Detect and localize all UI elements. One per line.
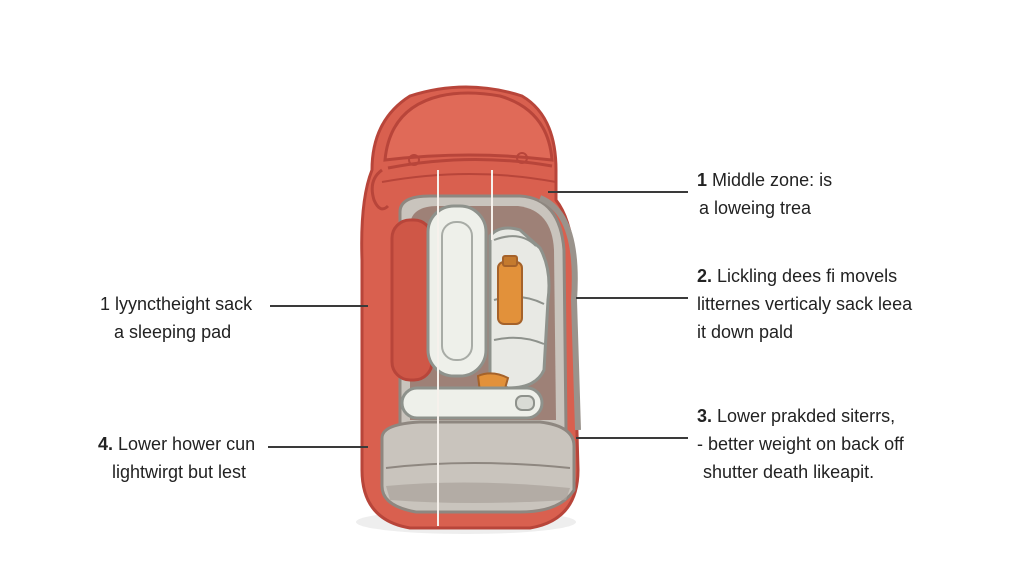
label-lower-left-line-2: lightwirgt but lest bbox=[98, 458, 255, 486]
label-mid-right-line-2: litternes verticaly sack leea bbox=[697, 290, 912, 318]
label-top-right: 1 Middle zone: is a loweing trea bbox=[697, 166, 832, 222]
label-lower-right-line-2: - better weight on back off bbox=[697, 430, 904, 458]
label-lower-right-line-3: shutter death likeapit. bbox=[697, 458, 904, 486]
label-mid-left: 1 lyynctheight sack a sleeping pad bbox=[100, 290, 252, 346]
label-mid-left-line-1: lyynctheight sack bbox=[115, 294, 252, 314]
left-pocket bbox=[392, 220, 432, 380]
leader-mid-left bbox=[270, 305, 362, 307]
label-top-right-line-2: a loweing trea bbox=[697, 194, 832, 222]
leader-lower-left bbox=[268, 446, 362, 448]
label-mid-left-line-2: a sleeping pad bbox=[100, 318, 252, 346]
rolled-bag-end bbox=[516, 396, 534, 410]
water-bottle bbox=[498, 262, 522, 324]
label-lower-left: 4. Lower hower cun lightwirgt but lest bbox=[98, 430, 255, 486]
water-bottle-cap bbox=[503, 256, 517, 266]
label-lower-left-line-1: Lower hower cun bbox=[118, 434, 255, 454]
label-mid-right-line-3: it down pald bbox=[697, 318, 912, 346]
label-top-right-number: 1 bbox=[697, 170, 707, 190]
label-mid-right-line-1: Lickling dees fi movels bbox=[717, 266, 897, 286]
leader-mid-right bbox=[576, 297, 688, 299]
leader-lower-right bbox=[576, 437, 688, 439]
label-lower-right-line-1: Lower prakded siterrs, bbox=[717, 406, 895, 426]
label-mid-left-number: 1 bbox=[100, 294, 110, 314]
label-lower-right-number: 3. bbox=[697, 406, 712, 426]
label-top-right-line-1: Middle zone: is bbox=[712, 170, 832, 190]
label-mid-right-number: 2. bbox=[697, 266, 712, 286]
label-mid-right: 2. Lickling dees fi movels litternes ver… bbox=[697, 262, 912, 346]
label-lower-left-number: 4. bbox=[98, 434, 113, 454]
label-lower-right: 3. Lower prakded siterrs, - better weigh… bbox=[697, 402, 904, 486]
leader-top-right bbox=[548, 191, 688, 193]
sleeping-pad bbox=[428, 206, 486, 376]
